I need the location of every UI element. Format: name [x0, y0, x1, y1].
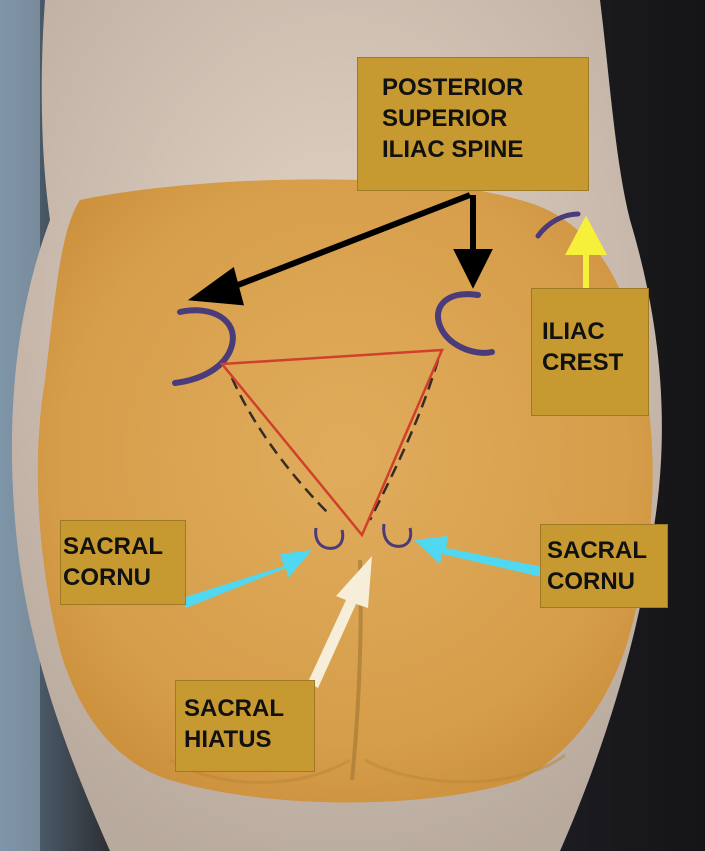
label-line: ILIAC	[542, 318, 605, 345]
psis-arrows	[187, 192, 493, 306]
label-line: SACRAL	[63, 533, 163, 560]
label-iliac-crest: ILIAC CREST	[531, 288, 649, 416]
sacrum-dashed-outline	[230, 377, 331, 516]
sacral-cornu-mark-right	[382, 523, 413, 548]
label-line: POSTERIOR	[382, 74, 524, 101]
prep-stain	[37, 179, 653, 803]
sacrum-dashed-outline-right	[368, 359, 440, 521]
label-line: HIATUS	[184, 726, 272, 753]
label-sacral-cornu-right: SACRAL CORNU	[540, 524, 668, 608]
iliac-crest-mark	[535, 211, 581, 239]
sacral-hiatus-arrow	[308, 556, 372, 688]
label-posterior-superior-iliac-spine: POSTERIOR SUPERIOR ILIAC SPINE	[357, 57, 589, 191]
buttock-shadow-right	[364, 753, 566, 784]
label-line: ILIAC SPINE	[382, 136, 524, 163]
label-line: SUPERIOR	[382, 105, 508, 132]
label-line: SACRAL	[184, 695, 284, 722]
iliac-crest-arrow	[565, 215, 607, 288]
label-sacral-hiatus: SACRAL HIATUS	[175, 680, 315, 772]
label-line: SACRAL	[547, 537, 647, 564]
psis-mark-left	[172, 307, 236, 386]
label-line: CORNU	[547, 568, 635, 595]
label-line: CREST	[542, 349, 624, 376]
label-line: CORNU	[63, 564, 151, 591]
sacral-cornu-arrow-right	[414, 536, 548, 578]
label-sacral-cornu-left: SACRAL CORNU	[60, 520, 186, 605]
sacral-cornu-mark-left	[314, 527, 345, 550]
sacral-cornu-arrow-left	[182, 550, 312, 608]
anatomic-triangle	[219, 348, 444, 538]
psis-mark-right	[435, 291, 495, 356]
